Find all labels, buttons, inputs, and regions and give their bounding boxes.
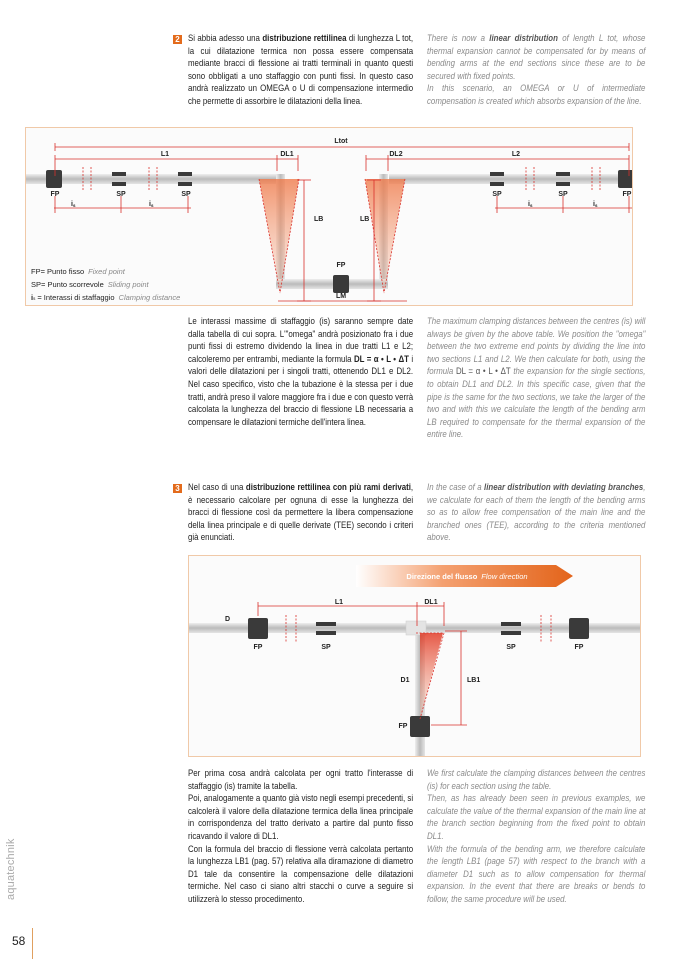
text: of length L tot, whose thermal expansion…	[427, 32, 646, 81]
sliding-point-clamp	[316, 622, 336, 626]
bold-term: linear distribution	[489, 32, 558, 43]
formula: DL = α • L • ΔT	[455, 365, 511, 377]
sp-label: SP	[558, 191, 568, 198]
omega-explanation-italian: Le interassi massime di staffaggio (is) …	[188, 315, 413, 428]
lb1-label: LB1	[467, 677, 480, 684]
text: Le interassi massime di staffaggio (is) …	[188, 315, 414, 364]
fixed-point-block	[248, 618, 268, 639]
omega-compensation-diagram: Ltot L1 DL1 DL2 L2 FP SP SP SP SP FP FP …	[25, 127, 634, 306]
text: With the formula of the bending arm, we …	[427, 842, 646, 904]
dl2-label: DL2	[389, 151, 402, 158]
fp-label: FP	[254, 644, 263, 651]
d-label: D	[225, 616, 230, 623]
fixed-point-block	[569, 618, 589, 639]
text: We first calculate the clamping distance…	[427, 767, 646, 791]
text: Poi, analogamente a quanto già visto neg…	[188, 792, 414, 841]
dl1-label: DL1	[424, 599, 437, 606]
bold-term: distribuzione rettilinea	[262, 32, 347, 43]
formula: DL = α • L • ΔT	[353, 352, 409, 364]
lb-label: LB	[314, 216, 323, 223]
fixed-point-block	[410, 716, 430, 737]
text: In the case of a	[427, 481, 485, 492]
flow-direction-arrow	[356, 565, 573, 587]
section3-italian-text: Nel caso di una distribuzione rettilinea…	[188, 481, 413, 544]
page-divider	[32, 928, 33, 959]
d1-label: D1	[401, 677, 410, 684]
clamps	[46, 170, 634, 293]
page-number: 58	[12, 934, 26, 948]
sp-label: SP	[181, 191, 191, 198]
text: , we calculate for each of them the leng…	[427, 481, 646, 543]
brand-logo-text: aquatechnik	[5, 838, 17, 900]
sliding-point-clamp	[112, 172, 126, 176]
bold-term: linear distribution with deviating branc…	[484, 481, 644, 492]
is-label: is	[593, 201, 598, 208]
branch-explanation-english: We first calculate the clamping distance…	[427, 767, 645, 906]
lb-label: LB	[360, 216, 369, 223]
is-label: is	[149, 201, 154, 208]
fixed-point-block	[333, 275, 349, 293]
text: Con la formula del braccio di flessione …	[188, 842, 414, 904]
lm-label: LM	[336, 293, 346, 300]
is-label: is	[71, 201, 76, 208]
dl1-label: DL1	[280, 151, 293, 158]
text: di lunghezza L tot, la cui dilatazione t…	[188, 32, 414, 106]
text: In this scenario, an OMEGA or U of inter…	[427, 82, 646, 106]
omega-explanation-english: The maximum clamping distances between t…	[427, 315, 645, 441]
section-number-badge: 2	[173, 35, 182, 44]
l2-label: L2	[512, 151, 520, 158]
fp-label: FP	[51, 191, 60, 198]
fan-areas	[259, 179, 405, 293]
text: There is now a	[427, 32, 490, 43]
fp-label: FP	[399, 723, 408, 730]
fp-label: FP	[623, 191, 632, 198]
dimension-lines	[54, 143, 633, 302]
text: i valori delle dilatazioni per i singoli…	[188, 352, 414, 427]
text: the expansion for the single sections, t…	[427, 365, 646, 440]
section2-english-text: There is now a linear distribution of le…	[427, 32, 645, 108]
fixed-point-block	[46, 170, 62, 188]
omega-diagram-svg: Ltot L1 DL1 DL2 L2 FP SP SP SP SP FP FP …	[26, 138, 634, 302]
l1-label: L1	[161, 151, 169, 158]
text: Then, as has already been seen in previo…	[427, 792, 646, 841]
sp-label: SP	[321, 644, 331, 651]
sp-label: SP	[116, 191, 126, 198]
text: Nel caso di una	[188, 481, 246, 492]
fixed-point-block	[618, 170, 634, 188]
section-number-badge: 3	[173, 484, 182, 493]
bold-term: distribuzione rettilinea con più rami de…	[245, 481, 411, 492]
sp-label: SP	[492, 191, 502, 198]
sliding-point-clamp	[490, 172, 504, 176]
fp-label: FP	[575, 644, 584, 651]
text: The maximum clamping distances between t…	[427, 315, 646, 377]
section3-english-text: In the case of a linear distribution wit…	[427, 481, 645, 544]
text: , è necessario calcolare per ognuna di e…	[188, 481, 414, 543]
sp-label: SP	[506, 644, 516, 651]
is-label: is	[528, 201, 533, 208]
l1-label: L1	[335, 599, 343, 606]
ltot-label: Ltot	[334, 138, 348, 145]
sliding-point-clamp	[178, 172, 192, 176]
section2-italian-text: Si abbia adesso una distribuzione rettil…	[188, 32, 413, 108]
text: Per prima cosa andrà calcolata per ogni …	[188, 767, 414, 791]
sliding-point-clamp	[556, 172, 570, 176]
text: Si abbia adesso una	[188, 32, 263, 43]
sliding-point-clamp	[501, 622, 521, 626]
branch-explanation-italian: Per prima cosa andrà calcolata per ogni …	[188, 767, 413, 906]
fp-label: FP	[337, 262, 346, 269]
